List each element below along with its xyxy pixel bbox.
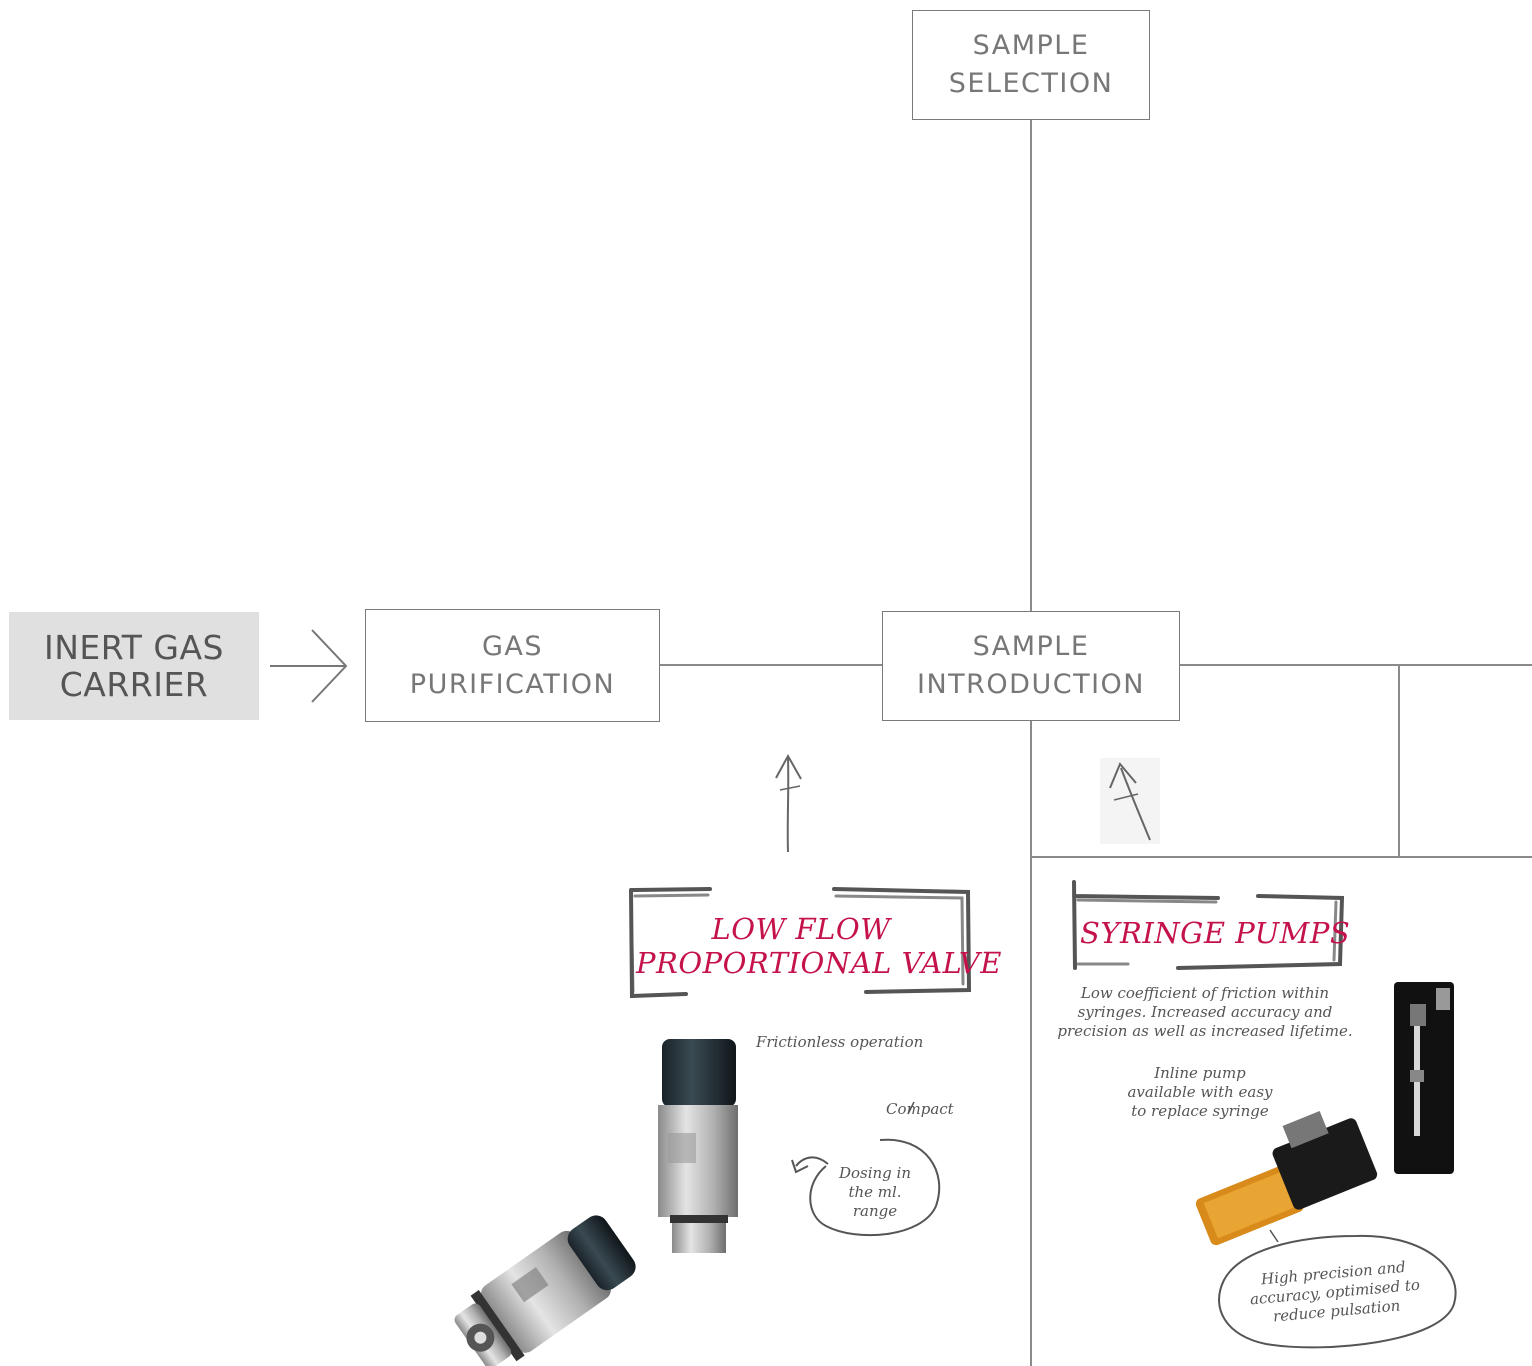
valve-title: LOW FLOW PROPORTIONAL VALVE <box>636 912 1002 980</box>
note-friction-line2: syringes. Increased accuracy and <box>1077 1003 1333 1021</box>
inert-gas-line1: INERT GAS <box>43 628 225 667</box>
note-friction: Low coefficient of friction within syrin… <box>1040 984 1370 1041</box>
note-compact: Compact <box>886 1100 954 1118</box>
sample-introduction-line2: INTRODUCTION <box>917 669 1145 700</box>
note-dosing-line2: the ml. <box>848 1183 902 1201</box>
syringe-title-frame <box>1072 880 1345 970</box>
proportional-valve-image <box>454 1215 636 1366</box>
hand-arrow-up-icon <box>775 753 802 853</box>
syringe-pump-image <box>1195 1111 1378 1246</box>
note-inline: Inline pump available with easy to repla… <box>1110 1064 1290 1121</box>
precision-bubble <box>1218 1229 1457 1349</box>
note-dosing-line1: Dosing in <box>838 1164 912 1182</box>
connector-introduction-right <box>1179 664 1532 666</box>
note-friction-line1: Low coefficient of friction within <box>1080 984 1330 1002</box>
sample-introduction-line1: SAMPLE <box>972 631 1090 662</box>
note-frictionless: Frictionless operation <box>756 1033 924 1051</box>
syringe-title: SYRINGE PUMPS <box>1080 916 1351 950</box>
note-inline-line3: to replace syringe <box>1131 1102 1269 1120</box>
note-friction-line3: precision as well as increased lifetime. <box>1057 1022 1353 1040</box>
syringe-pump-image <box>1394 982 1454 1174</box>
gas-purification-node: GAS PURIFICATION <box>365 609 660 722</box>
valve-title-frame <box>629 887 972 999</box>
note-inline-line1: Inline pump <box>1154 1064 1246 1082</box>
note-inline-line2: available with easy <box>1127 1083 1273 1101</box>
dosing-bubble <box>791 1101 941 1237</box>
valve-title-line2: PROPORTIONAL VALVE <box>636 946 1002 980</box>
connector-introduction-down <box>1030 720 1032 1366</box>
connector-purification-introduction <box>659 664 882 666</box>
valve-title-line1: LOW FLOW <box>711 912 891 946</box>
note-dosing: Dosing in the ml. range <box>820 1164 930 1221</box>
inert-gas-carrier-node: INERT GAS CARRIER <box>9 612 259 720</box>
sample-selection-node: SAMPLE SELECTION <box>912 10 1150 120</box>
proportional-valve-image <box>658 1039 738 1253</box>
flow-arrow-icon <box>270 629 348 703</box>
hand-arrow-up-icon <box>1100 758 1160 844</box>
inert-gas-line2: CARRIER <box>59 665 209 704</box>
note-dosing-line3: range <box>852 1202 898 1220</box>
connector-right-branch <box>1398 664 1400 858</box>
sample-selection-line1: SAMPLE <box>972 30 1090 61</box>
connector-selection-introduction <box>1030 119 1032 612</box>
gas-purification-line2: PURIFICATION <box>409 668 616 700</box>
sample-introduction-node: SAMPLE INTRODUCTION <box>882 611 1180 721</box>
sample-selection-line2: SELECTION <box>948 68 1114 99</box>
connector-bottom-horizontal <box>1030 856 1532 858</box>
gas-purification-line1: GAS <box>481 630 544 662</box>
